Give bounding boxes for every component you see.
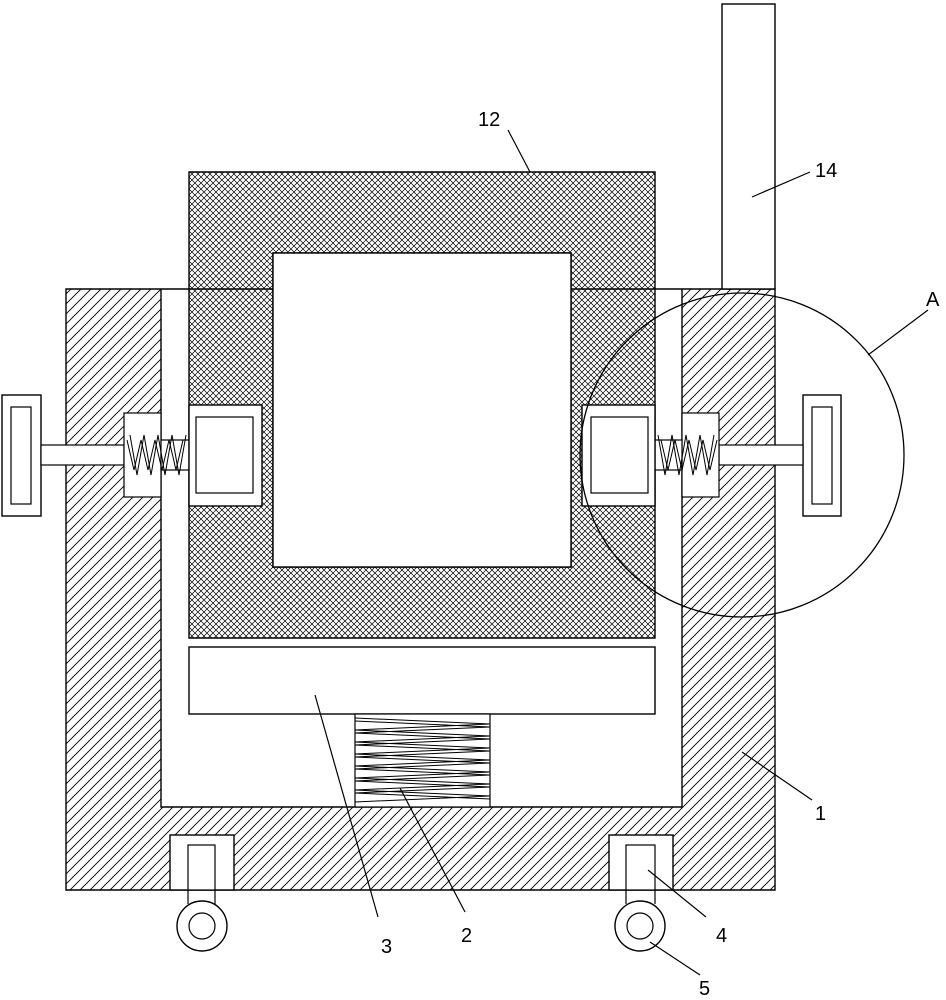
handle-bar [721, 3, 776, 290]
right-spring [657, 434, 718, 476]
support-plate [188, 646, 656, 715]
left-guide-block [123, 412, 162, 498]
callout-spring: 2 [461, 925, 472, 947]
left-rod [40, 444, 125, 466]
leader-lines [314, 129, 929, 976]
callout-box: 12 [478, 109, 500, 131]
right-knob [802, 394, 842, 517]
box-cavity [272, 252, 572, 568]
left-spring [126, 434, 187, 476]
callout-plate: 3 [381, 936, 392, 958]
detail-circle [579, 292, 905, 618]
right-guide-block [681, 412, 720, 498]
callout-wheel-mount: 4 [716, 925, 727, 947]
right-rod [718, 444, 804, 466]
callout-wheel: 5 [699, 978, 710, 1000]
left-clamp [1, 394, 263, 517]
left-knob [1, 394, 42, 517]
left-wheel-assembly [169, 834, 235, 952]
bottom-spring [354, 713, 491, 808]
callout-frame: 1 [815, 803, 826, 825]
right-clamp [581, 394, 842, 517]
callout-detail: A [926, 289, 940, 311]
callout-handle: 14 [815, 160, 837, 182]
right-wheel-assembly [608, 834, 674, 952]
